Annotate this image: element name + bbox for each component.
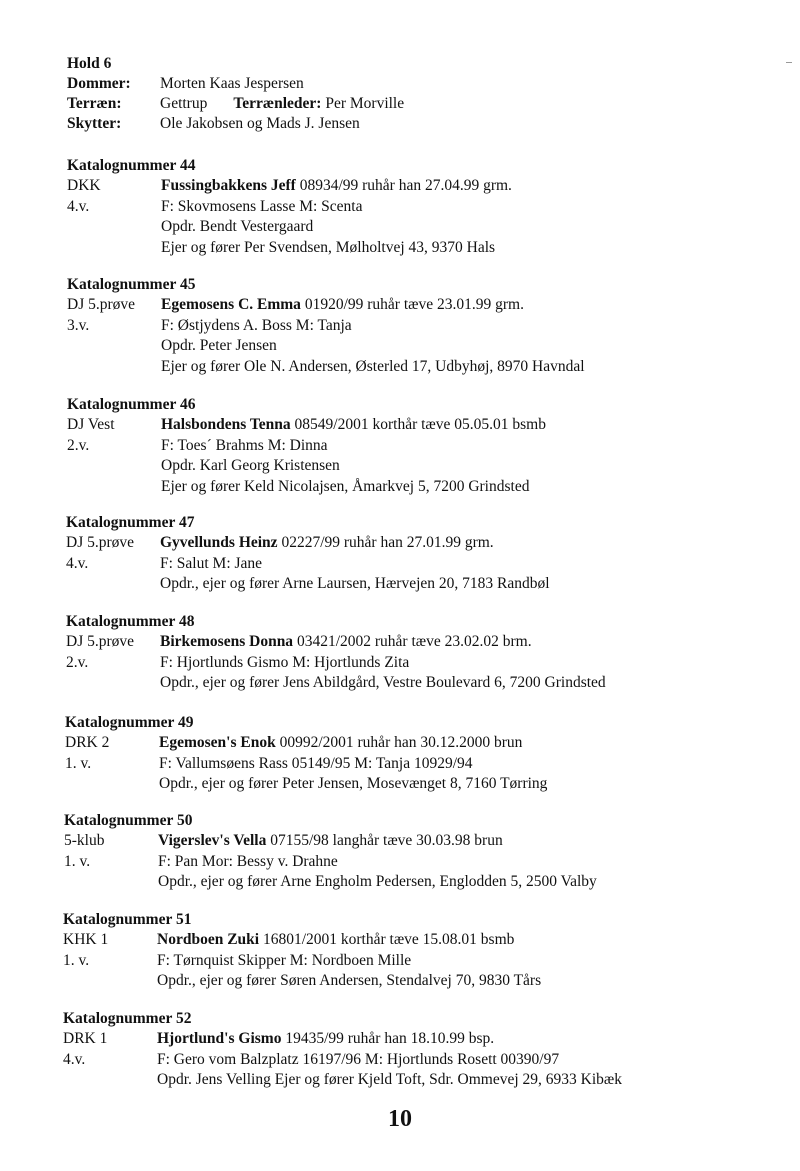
entry-place: 1. v. bbox=[64, 852, 91, 870]
entry-class: DRK 1 bbox=[63, 1030, 108, 1047]
catalog-title: Katalognummer 49 bbox=[65, 714, 194, 731]
dog-name: Hjortlund's Gismo bbox=[157, 1030, 282, 1047]
catalog-title: Katalognummer 50 bbox=[64, 812, 193, 829]
breeder-owner-line: Opdr., ejer og fører Arne Engholm Peders… bbox=[158, 873, 597, 890]
scan-speck bbox=[786, 62, 792, 63]
dog-parents: F: Tørnquist Skipper M: Nordboen Mille bbox=[157, 951, 412, 969]
catalog-title: Katalognummer 44 bbox=[67, 157, 196, 174]
dog-parents: F: Salut M: Jane bbox=[160, 554, 263, 572]
dog-details: 01920/99 ruhår tæve 23.01.99 grm. bbox=[300, 296, 524, 313]
dog-name: Vigerslev's Vella bbox=[158, 832, 267, 849]
entry-class: DJ Vest bbox=[67, 416, 115, 433]
breeder-line: Opdr. Karl Georg Kristensen bbox=[161, 457, 340, 474]
dog-parents: F: Pan Mor: Bessy v. Drahne bbox=[158, 852, 338, 870]
dog-parents: F: Skovmosens Lasse M: Scenta bbox=[161, 197, 363, 215]
skytter-row: Skytter: Ole Jakobsen og Mads J. Jensen bbox=[67, 114, 767, 134]
dog-name: Fussingbakkens Jeff bbox=[161, 177, 296, 194]
breeder-line: Opdr. Bendt Vestergaard bbox=[161, 218, 314, 235]
dog-name: Nordboen Zuki bbox=[157, 931, 260, 948]
breeder-owner-line: Opdr., ejer og fører Peter Jensen, Mosev… bbox=[159, 775, 548, 792]
hold-title: Hold 6 bbox=[67, 55, 112, 72]
catalog-entry-47: Katalognummer 47 DJ 5.prøve Gyvellunds He… bbox=[66, 513, 766, 595]
terraen-value: Gettrup bbox=[160, 95, 208, 112]
dog-details: 03421/2002 ruhår tæve 23.02.02 brm. bbox=[293, 633, 532, 650]
entry-place: 4.v. bbox=[67, 197, 90, 215]
entry-class: DJ 5.prøve bbox=[66, 534, 135, 551]
dommer-label: Dommer: bbox=[67, 75, 131, 92]
entry-place: 3.v. bbox=[67, 316, 90, 334]
catalog-title: Katalognummer 52 bbox=[63, 1010, 192, 1027]
team-header: Hold 6 Dommer: Morten Kaas Jespersen Ter… bbox=[67, 54, 767, 134]
dog-name: Birkemosens Donna bbox=[160, 633, 294, 650]
dog-details: 08934/99 ruhår han 27.04.99 grm. bbox=[295, 177, 512, 194]
catalog-entry-45: Katalognummer 45 DJ 5.prøve Egemosens C. … bbox=[67, 275, 767, 377]
catalog-title: Katalognummer 48 bbox=[66, 613, 195, 630]
entry-place: 4.v. bbox=[63, 1050, 86, 1068]
skytter-label: Skytter: bbox=[67, 115, 122, 132]
catalog-entry-48: Katalognummer 48 DJ 5.prøve Birkemosens D… bbox=[66, 612, 766, 694]
catalog-title: Katalognummer 45 bbox=[67, 276, 196, 293]
breeder-owner-line: Opdr., ejer og fører Søren Andersen, Ste… bbox=[157, 972, 542, 989]
catalog-title: Katalognummer 47 bbox=[66, 514, 195, 531]
entry-class: DKK bbox=[67, 177, 101, 194]
breeder-owner-line: Opdr., ejer og fører Arne Laursen, Hærve… bbox=[160, 575, 550, 592]
entry-class: DRK 2 bbox=[65, 734, 110, 751]
terraen-label: Terræn: bbox=[67, 95, 122, 112]
owner-line: Ejer og fører Ole N. Andersen, Østerled … bbox=[161, 357, 585, 375]
breeder-line: Opdr. Peter Jensen bbox=[161, 337, 277, 354]
catalog-entry-49: Katalognummer 49 DRK 2 Egemosen's Enok 00… bbox=[65, 713, 765, 795]
catalog-entry-51: Katalognummer 51 KHK 1 Nordboen Zuki 1680… bbox=[63, 910, 763, 992]
dog-details: 02227/99 ruhår han 27.01.99 grm. bbox=[277, 534, 494, 551]
entry-place: 4.v. bbox=[66, 554, 89, 572]
dog-parents: F: Gero vom Balzplatz 16197/96 M: Hjortl… bbox=[157, 1050, 560, 1068]
catalog-title: Katalognummer 51 bbox=[63, 911, 192, 928]
breeder-owner-line: Opdr. Jens Velling Ejer og fører Kjeld T… bbox=[157, 1071, 623, 1088]
owner-line: Ejer og fører Per Svendsen, Mølholtvej 4… bbox=[161, 238, 496, 256]
entry-class: DJ 5.prøve bbox=[67, 296, 136, 313]
catalog-entry-46: Katalognummer 46 DJ Vest Halsbondens Tenn… bbox=[67, 395, 767, 497]
terraenleder-label: Terrænleder: bbox=[233, 95, 322, 112]
dog-details: 08549/2001 korthår tæve 05.05.01 bsmb bbox=[290, 416, 546, 433]
skytter-value: Ole Jakobsen og Mads J. Jensen bbox=[160, 115, 360, 132]
dog-parents: F: Toes´ Brahms M: Dinna bbox=[161, 436, 328, 454]
dog-name: Egemosens C. Emma bbox=[161, 296, 301, 313]
entry-place: 2.v. bbox=[67, 436, 90, 454]
breeder-owner-line: Opdr., ejer og fører Jens Abildgård, Ves… bbox=[160, 674, 606, 691]
owner-line: Ejer og fører Keld Nicolajsen, Åmarkvej … bbox=[161, 477, 530, 495]
dog-name: Halsbondens Tenna bbox=[161, 416, 291, 433]
entry-class: DJ 5.prøve bbox=[66, 633, 135, 650]
dommer-row: Dommer: Morten Kaas Jespersen bbox=[67, 74, 767, 94]
catalog-title: Katalognummer 46 bbox=[67, 396, 196, 413]
entry-class: 5-klub bbox=[64, 832, 105, 849]
dog-parents: F: Vallumsøens Rass 05149/95 M: Tanja 10… bbox=[159, 754, 473, 772]
dog-parents: F: Østjydens A. Boss M: Tanja bbox=[161, 316, 352, 334]
dommer-value: Morten Kaas Jespersen bbox=[160, 75, 304, 92]
terraenleder-value: Per Morville bbox=[325, 95, 405, 112]
entry-place: 2.v. bbox=[66, 653, 89, 671]
dog-details: 07155/98 langhår tæve 30.03.98 brun bbox=[266, 832, 503, 849]
terraen-row: Terræn: Gettrup Terrænleder: Per Morvill… bbox=[67, 94, 767, 114]
dog-name: Gyvellunds Heinz bbox=[160, 534, 278, 551]
entry-place: 1. v. bbox=[63, 951, 90, 969]
dog-details: 19435/99 ruhår han 18.10.99 bsp. bbox=[281, 1030, 495, 1047]
dog-details: 16801/2001 korthår tæve 15.08.01 bsmb bbox=[259, 931, 515, 948]
catalog-entry-50: Katalognummer 50 5-klub Vigerslev's Vella… bbox=[64, 811, 764, 893]
dog-details: 00992/2001 ruhår han 30.12.2000 brun bbox=[275, 734, 523, 751]
entry-place: 1. v. bbox=[65, 754, 92, 772]
dog-parents: F: Hjortlunds Gismo M: Hjortlunds Zita bbox=[160, 653, 410, 671]
page-number: 10 bbox=[388, 1106, 412, 1132]
entry-class: KHK 1 bbox=[63, 931, 109, 948]
dog-name: Egemosen's Enok bbox=[159, 734, 276, 751]
